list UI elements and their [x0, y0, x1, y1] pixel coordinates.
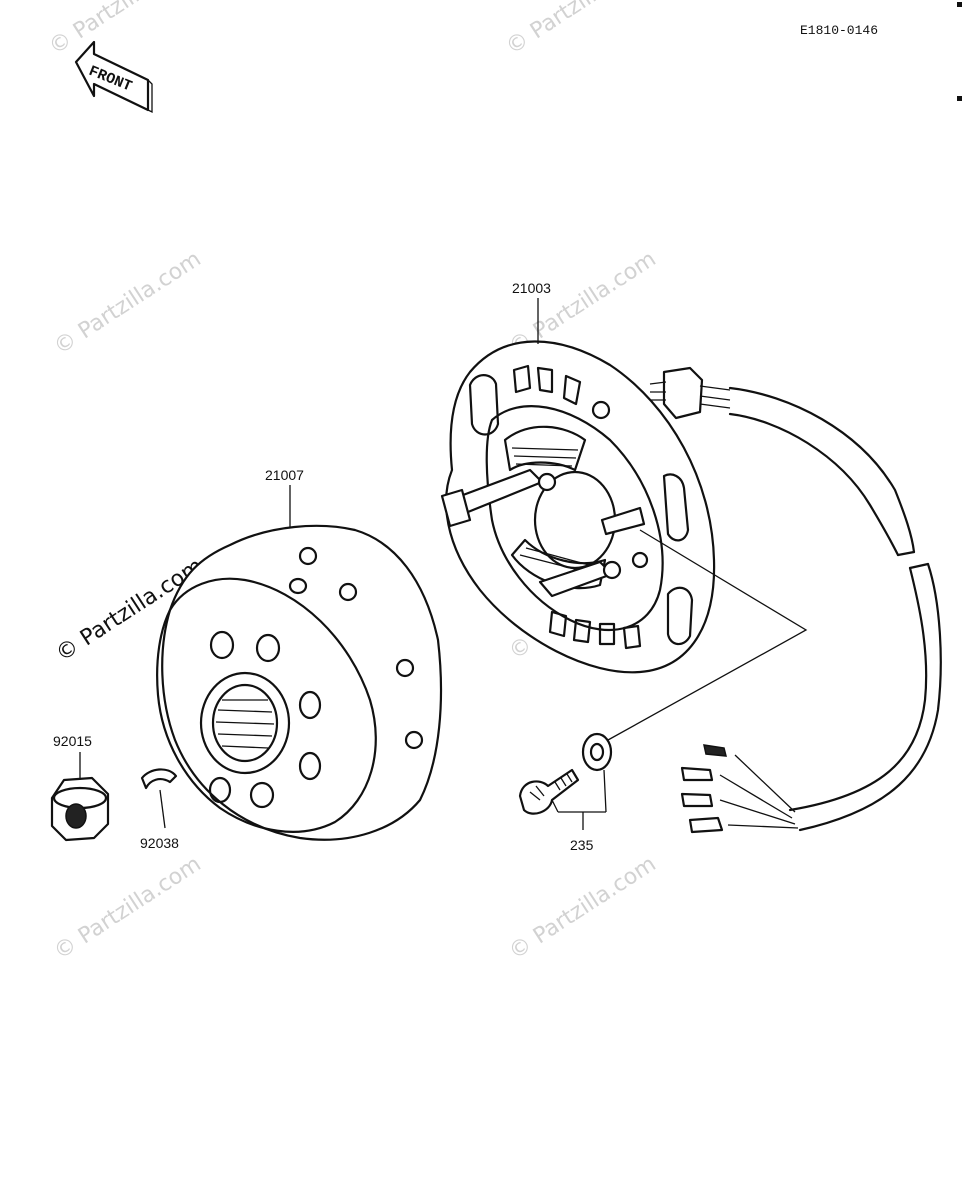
front-arrow-icon: FRONT	[74, 40, 153, 114]
flywheel-rotor	[156, 524, 443, 841]
watermark-bottom-left: © Partzilla.com	[50, 852, 206, 965]
watermark-top-center: © Partzilla.com	[502, 0, 658, 60]
wire-harness	[680, 386, 942, 834]
diagram-code: E1810-0146	[800, 23, 878, 38]
flange-nut	[50, 776, 110, 842]
part-label-21003[interactable]: 21003	[512, 280, 551, 296]
part-label-21007[interactable]: 21007	[265, 467, 304, 483]
watermark-top-left: © Partzilla.com	[45, 0, 201, 60]
corner-mark-mid	[957, 96, 962, 101]
part-label-92015[interactable]: 92015	[53, 733, 92, 749]
watermark-mid-left: © Partzilla.com	[50, 247, 206, 360]
rim-markings	[288, 546, 424, 750]
woodruff-key	[140, 768, 178, 790]
corner-mark-top	[957, 2, 962, 7]
part-label-235[interactable]: 235	[570, 837, 594, 853]
screw-and-washer	[518, 732, 613, 815]
leader-lines	[79, 298, 808, 830]
watermark-bottom-center: © Partzilla.com	[505, 852, 661, 965]
part-label-92038[interactable]: 92038	[140, 835, 179, 851]
stator-plate	[440, 340, 731, 674]
